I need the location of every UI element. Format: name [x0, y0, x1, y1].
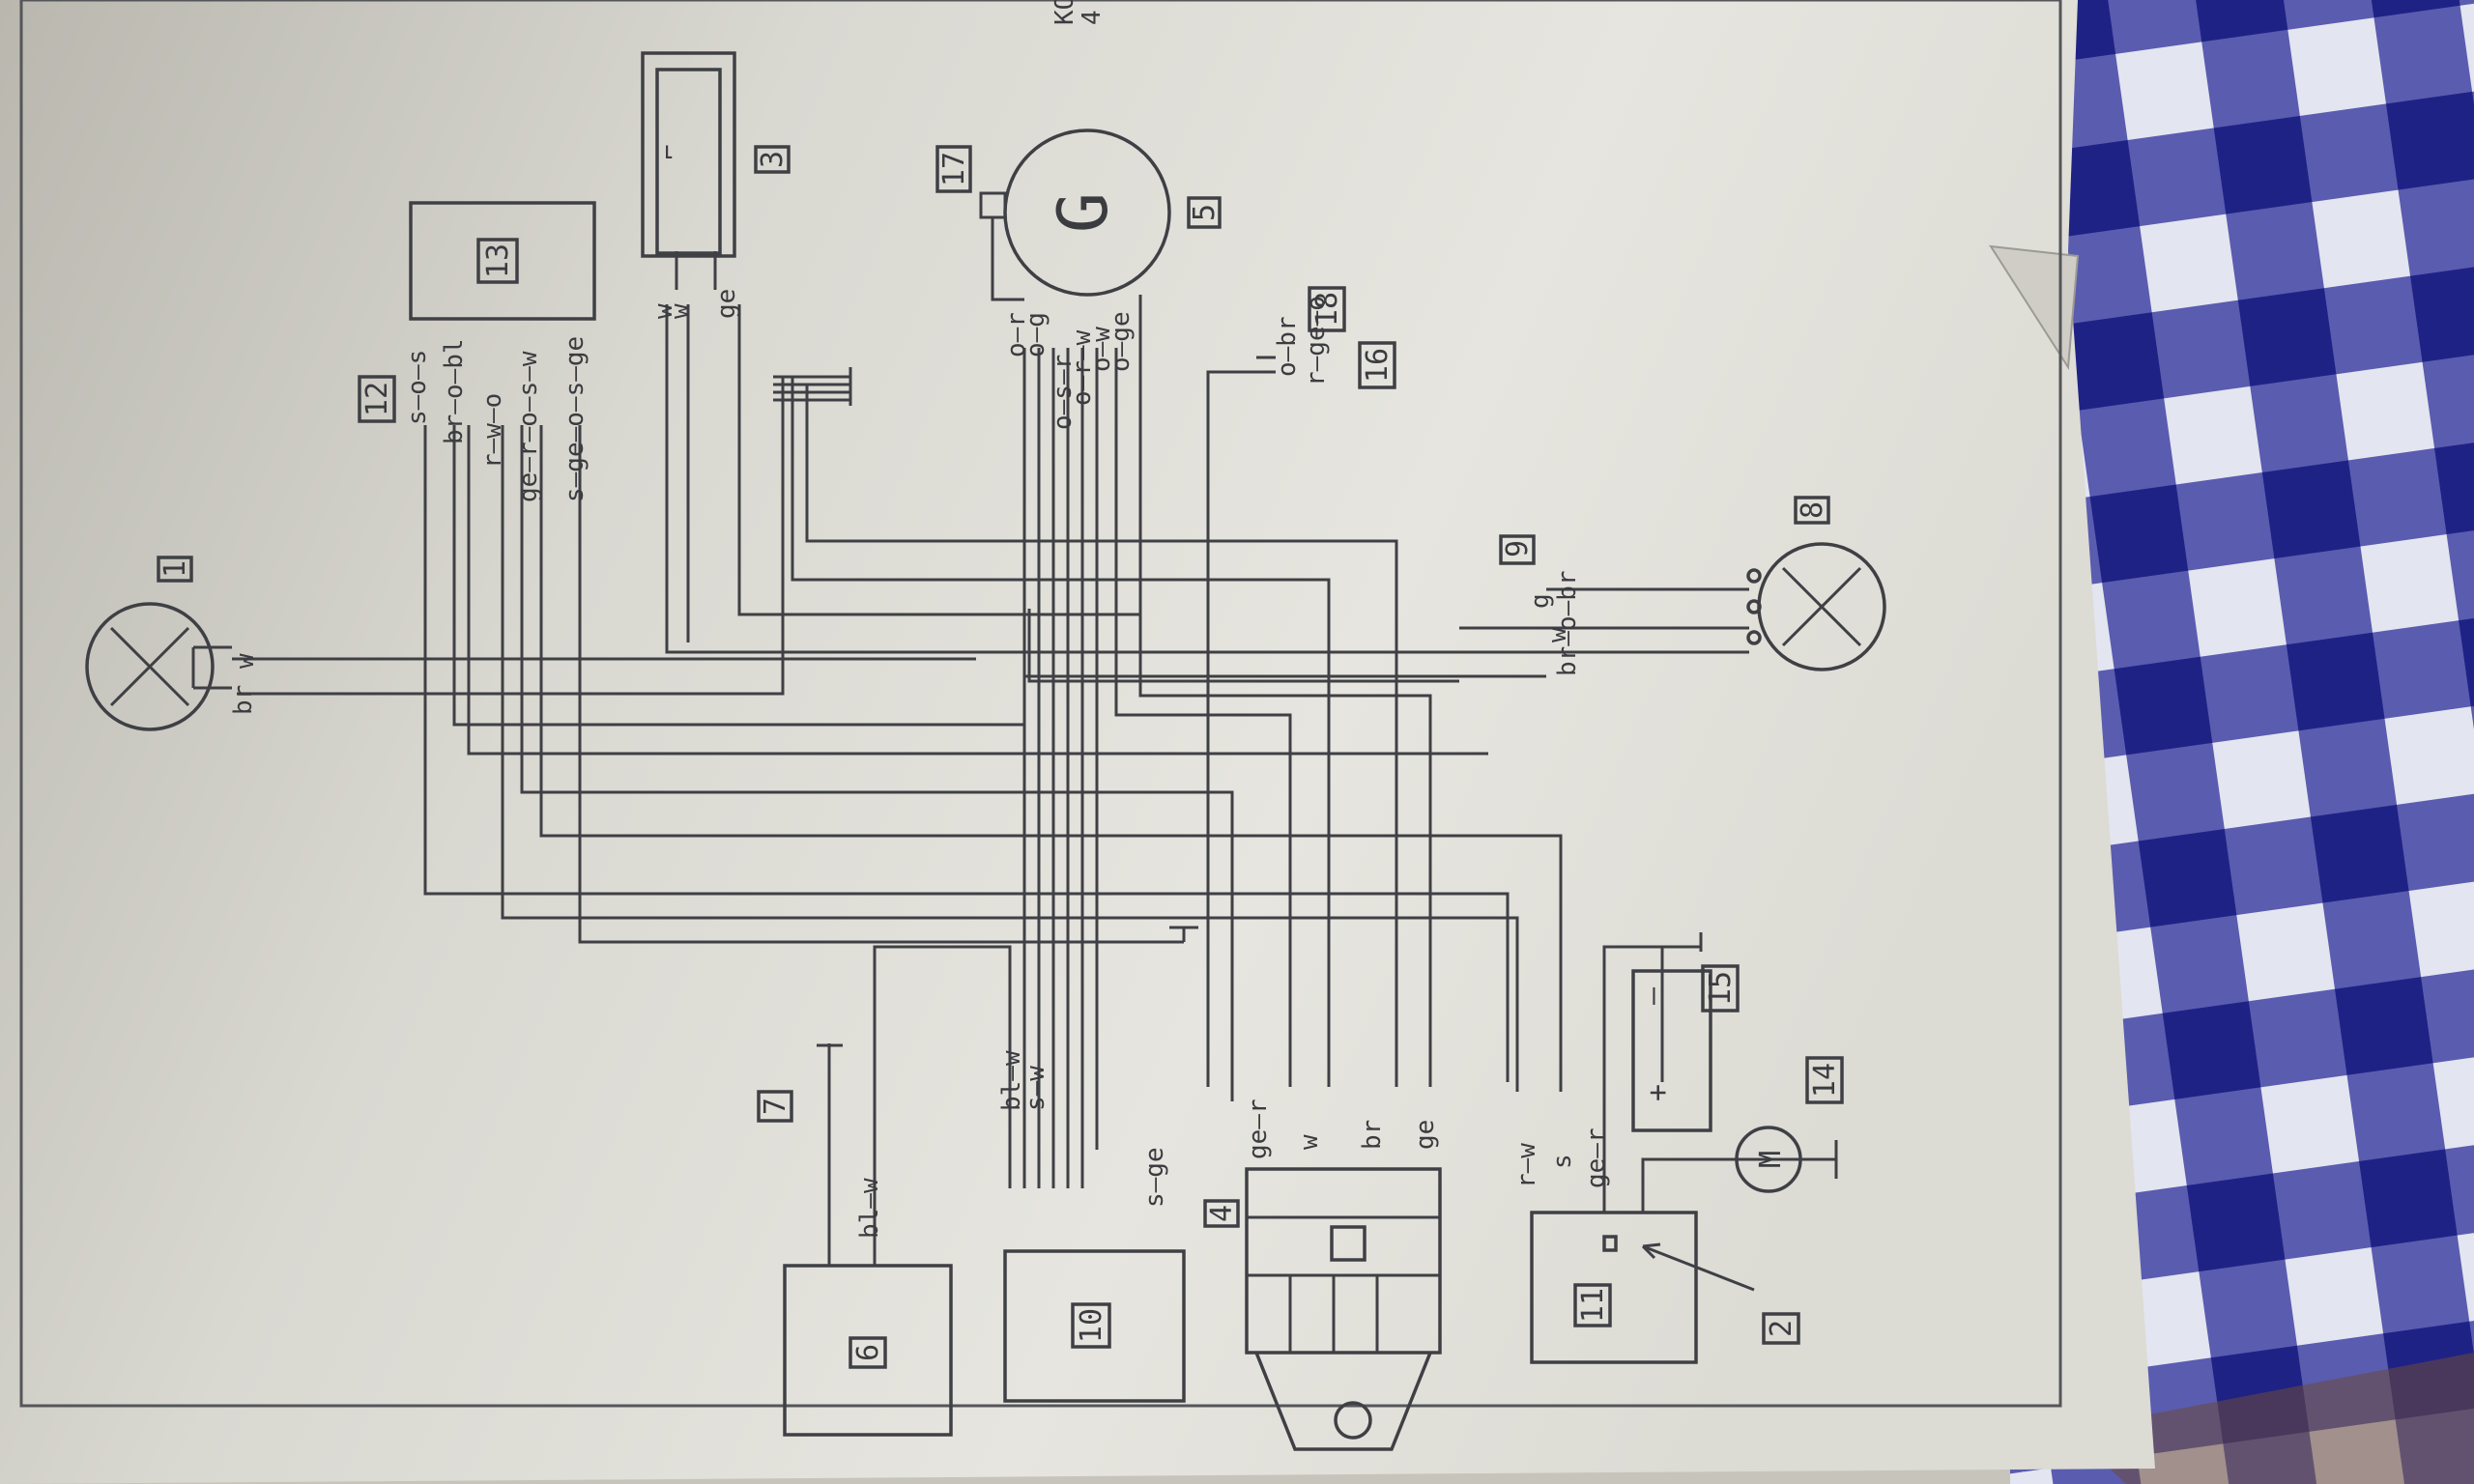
paper-folded-corner: [1989, 244, 2080, 371]
svg-text:w: w: [649, 303, 678, 319]
svg-text:11: 11: [1576, 1288, 1610, 1323]
svg-text:ge: ge: [712, 289, 741, 319]
svg-text:r—w—o: r—w—o: [478, 393, 507, 469]
label-18: 18 o—br r—ge—o: [1273, 286, 1346, 386]
svg-text:w: w: [1295, 1134, 1324, 1150]
svg-text:br—o—bl: br—o—bl: [440, 338, 469, 444]
svg-text:s—w: s—w: [1021, 1066, 1050, 1111]
svg-text:4 K 3: 4 K 3: [1078, 0, 1107, 25]
svg-text:s—o—s: s—o—s: [403, 350, 432, 425]
svg-text:5: 5: [1188, 204, 1222, 221]
svg-text:KOKUSAN: KOKUSAN: [1050, 0, 1079, 25]
page-frame: [19, 0, 2062, 1408]
label-7: 7: [757, 1090, 793, 1123]
component-13-box: 13: [409, 201, 596, 321]
svg-text:18: 18: [1310, 292, 1344, 327]
component-11-box: 11 r—w s ge—r: [1512, 1127, 1698, 1364]
svg-text:7: 7: [759, 1098, 792, 1115]
label-4: 4: [1203, 1199, 1240, 1228]
svg-text:8: 8: [1796, 501, 1829, 519]
svg-text:r—w: r—w: [1512, 1143, 1541, 1188]
svg-text:o—s—r: o—s—r: [1049, 355, 1078, 430]
svg-text:br—o—br: br—o—br: [1553, 570, 1582, 676]
svg-text:16: 16: [1361, 348, 1395, 383]
svg-text:s: s: [1548, 1154, 1577, 1169]
svg-text:+: +: [1641, 1084, 1675, 1101]
svg-text:o—br: o—br: [1273, 316, 1302, 377]
svg-text:1: 1: [158, 560, 192, 578]
svg-text:4: 4: [1205, 1205, 1239, 1222]
svg-text:9: 9: [1501, 540, 1535, 557]
svg-text:bl—w: bl—w: [855, 1178, 884, 1239]
svg-text:w: w: [1543, 627, 1572, 642]
svg-text:br: br: [1358, 1120, 1387, 1150]
wires: [232, 295, 1838, 1292]
connector-12-codes: s—o—s br—o—bl r—w—o ge—r—o—s—w s—ge—o—s—…: [403, 336, 590, 502]
label-14: 14: [1805, 1056, 1844, 1104]
cdi-unit-4: ge—r w br ge: [1244, 1099, 1442, 1451]
svg-text:w: w: [666, 303, 695, 319]
label-15: 15: [1701, 964, 1740, 1013]
component-10-box: 10 bl—w s—w s—ge: [997, 1050, 1186, 1403]
svg-text:o—g: o—g: [1021, 312, 1050, 357]
svg-text:w: w: [231, 653, 260, 669]
svg-text:10: 10: [1075, 1308, 1108, 1343]
svg-text:17: 17: [937, 152, 971, 186]
tail-light-8: [1746, 542, 1886, 671]
svg-text:2: 2: [1765, 1320, 1798, 1337]
paper-sheet: [0, 0, 2155, 1484]
svg-text:3: 3: [756, 151, 790, 168]
label-12: 12: [358, 375, 396, 423]
svg-text:r—ge—o: r—ge—o: [1302, 296, 1331, 386]
generator-5: G KOKUSAN 4 K 3 5: [979, 0, 1222, 301]
svg-text:13: 13: [481, 243, 515, 278]
label-9: 9: [1499, 534, 1536, 565]
svg-text:—: —: [1636, 986, 1670, 1005]
tail-connector-codes: g w br—o—br: [1526, 570, 1582, 676]
table-shadow: [2068, 1353, 2474, 1484]
label-16: 16: [1358, 341, 1396, 389]
svg-text:g: g: [1526, 593, 1555, 609]
svg-text:br: br: [229, 685, 258, 715]
svg-text:o—r—w: o—r—w: [1068, 329, 1097, 406]
svg-text:M: M: [1754, 1151, 1788, 1168]
headlight: [85, 602, 232, 731]
svg-text:ge: ge: [1411, 1120, 1440, 1150]
svg-text:ge—r—o—s—w: ge—r—o—s—w: [514, 351, 543, 502]
svg-text:s—ge—o—s—ge: s—ge—o—s—ge: [561, 336, 590, 502]
svg-text:6: 6: [851, 1344, 885, 1361]
generator-wire-codes: o—r o—g o—s—r o—r—w o—w o—ge: [1002, 311, 1136, 430]
label-8: 8: [1794, 496, 1830, 525]
svg-text:14: 14: [1808, 1063, 1842, 1098]
motor-14: M: [1735, 1126, 1802, 1193]
label-17: 17: [935, 145, 972, 193]
svg-text:15: 15: [1704, 971, 1738, 1006]
component-3-switch: ⌐ w w ge: [641, 51, 741, 319]
svg-text:ge—r: ge—r: [1582, 1127, 1611, 1188]
headlight-wire-codes: w br: [229, 653, 260, 715]
label-1: 1: [157, 556, 193, 583]
svg-text:s—ge: s—ge: [1140, 1147, 1169, 1208]
svg-text:⌐: ⌐: [654, 144, 683, 159]
label-3: 3: [754, 145, 791, 174]
label-2: 2: [1762, 1312, 1800, 1345]
svg-text:o—ge: o—ge: [1107, 311, 1136, 372]
svg-text:bl—w: bl—w: [997, 1050, 1026, 1111]
svg-text:ge—r: ge—r: [1244, 1099, 1273, 1159]
svg-text:o—w: o—w: [1087, 327, 1116, 372]
battery-15: — +: [1631, 969, 1712, 1132]
component-6-box: 6 bl—w: [783, 1178, 953, 1437]
svg-text:o—r: o—r: [1002, 312, 1031, 357]
svg-text:G: G: [1044, 192, 1123, 233]
svg-text:12: 12: [360, 382, 394, 416]
